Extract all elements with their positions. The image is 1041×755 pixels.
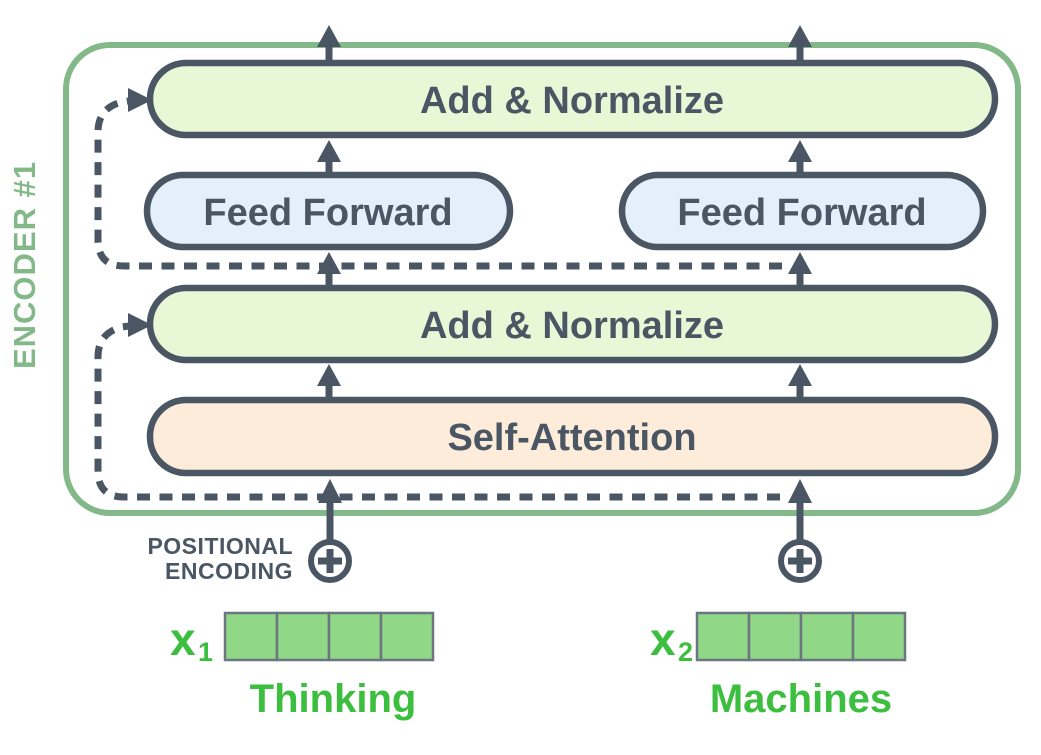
token-label-x1-subscript: 1 — [198, 637, 213, 667]
block-add-normalize-top: Add & Normalize — [146, 59, 999, 139]
arrow-up-icon-input-left — [318, 479, 342, 541]
block-feed-forward-left: Feed Forward — [143, 171, 514, 251]
token-word-thinking: Thinking — [250, 677, 417, 721]
token-word-machines: Machines — [710, 677, 892, 721]
embedding-vector-x1 — [223, 611, 435, 662]
block-label-feed-forward-right: Feed Forward — [677, 192, 926, 234]
block-add-normalize-bottom: Add & Normalize — [146, 284, 999, 364]
arrow-up-icon-input-right — [788, 479, 812, 541]
token-label-x2-subscript: 2 — [678, 637, 693, 667]
block-label-add-normalize-bottom: Add & Normalize — [420, 305, 724, 347]
token-label-x2: x — [650, 613, 676, 665]
residual-arrow-right-icon-top — [128, 88, 152, 112]
block-label-add-normalize-top: Add & Normalize — [420, 80, 724, 122]
vector-cell — [223, 611, 279, 662]
residual-dashed-path-top — [94, 96, 782, 270]
vector-cell — [379, 611, 435, 662]
encoder-label: ENCODER #1 — [7, 161, 42, 369]
circle-plus-icon-right — [778, 539, 822, 583]
vector-cell — [799, 611, 855, 662]
vector-cell — [851, 611, 907, 662]
block-self-attention: Self-Attention — [146, 396, 999, 477]
circle-plus-icon-left — [308, 539, 352, 583]
vector-cell — [747, 611, 803, 662]
vector-cell — [275, 611, 331, 662]
embedding-vector-x2 — [695, 611, 907, 662]
positional-encoding-label-line2: ENCODING — [165, 558, 293, 584]
block-label-self-attention: Self-Attention — [447, 417, 696, 459]
vector-cell — [695, 611, 751, 662]
block-label-feed-forward-left: Feed Forward — [203, 192, 452, 234]
token-label-x1: x — [170, 613, 196, 665]
positional-encoding-label-line1: POSITIONAL — [147, 533, 293, 559]
encoder-box — [63, 42, 1021, 516]
block-feed-forward-right: Feed Forward — [618, 171, 987, 251]
residual-dashed-path-bottom — [94, 321, 780, 501]
residual-arrow-right-icon-bottom — [128, 313, 152, 337]
vector-cell — [327, 611, 383, 662]
